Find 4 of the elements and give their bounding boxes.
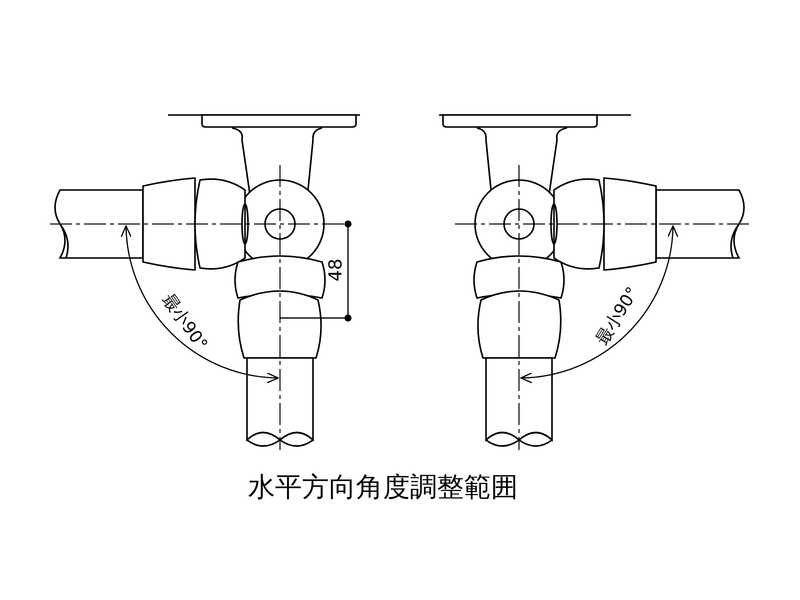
angle-label: 最小90° [158, 290, 210, 354]
angle-label: 最小90° [594, 284, 642, 348]
caption: 水平方向角度調整範囲 [248, 474, 518, 500]
dimension-value: 48 [326, 258, 345, 282]
